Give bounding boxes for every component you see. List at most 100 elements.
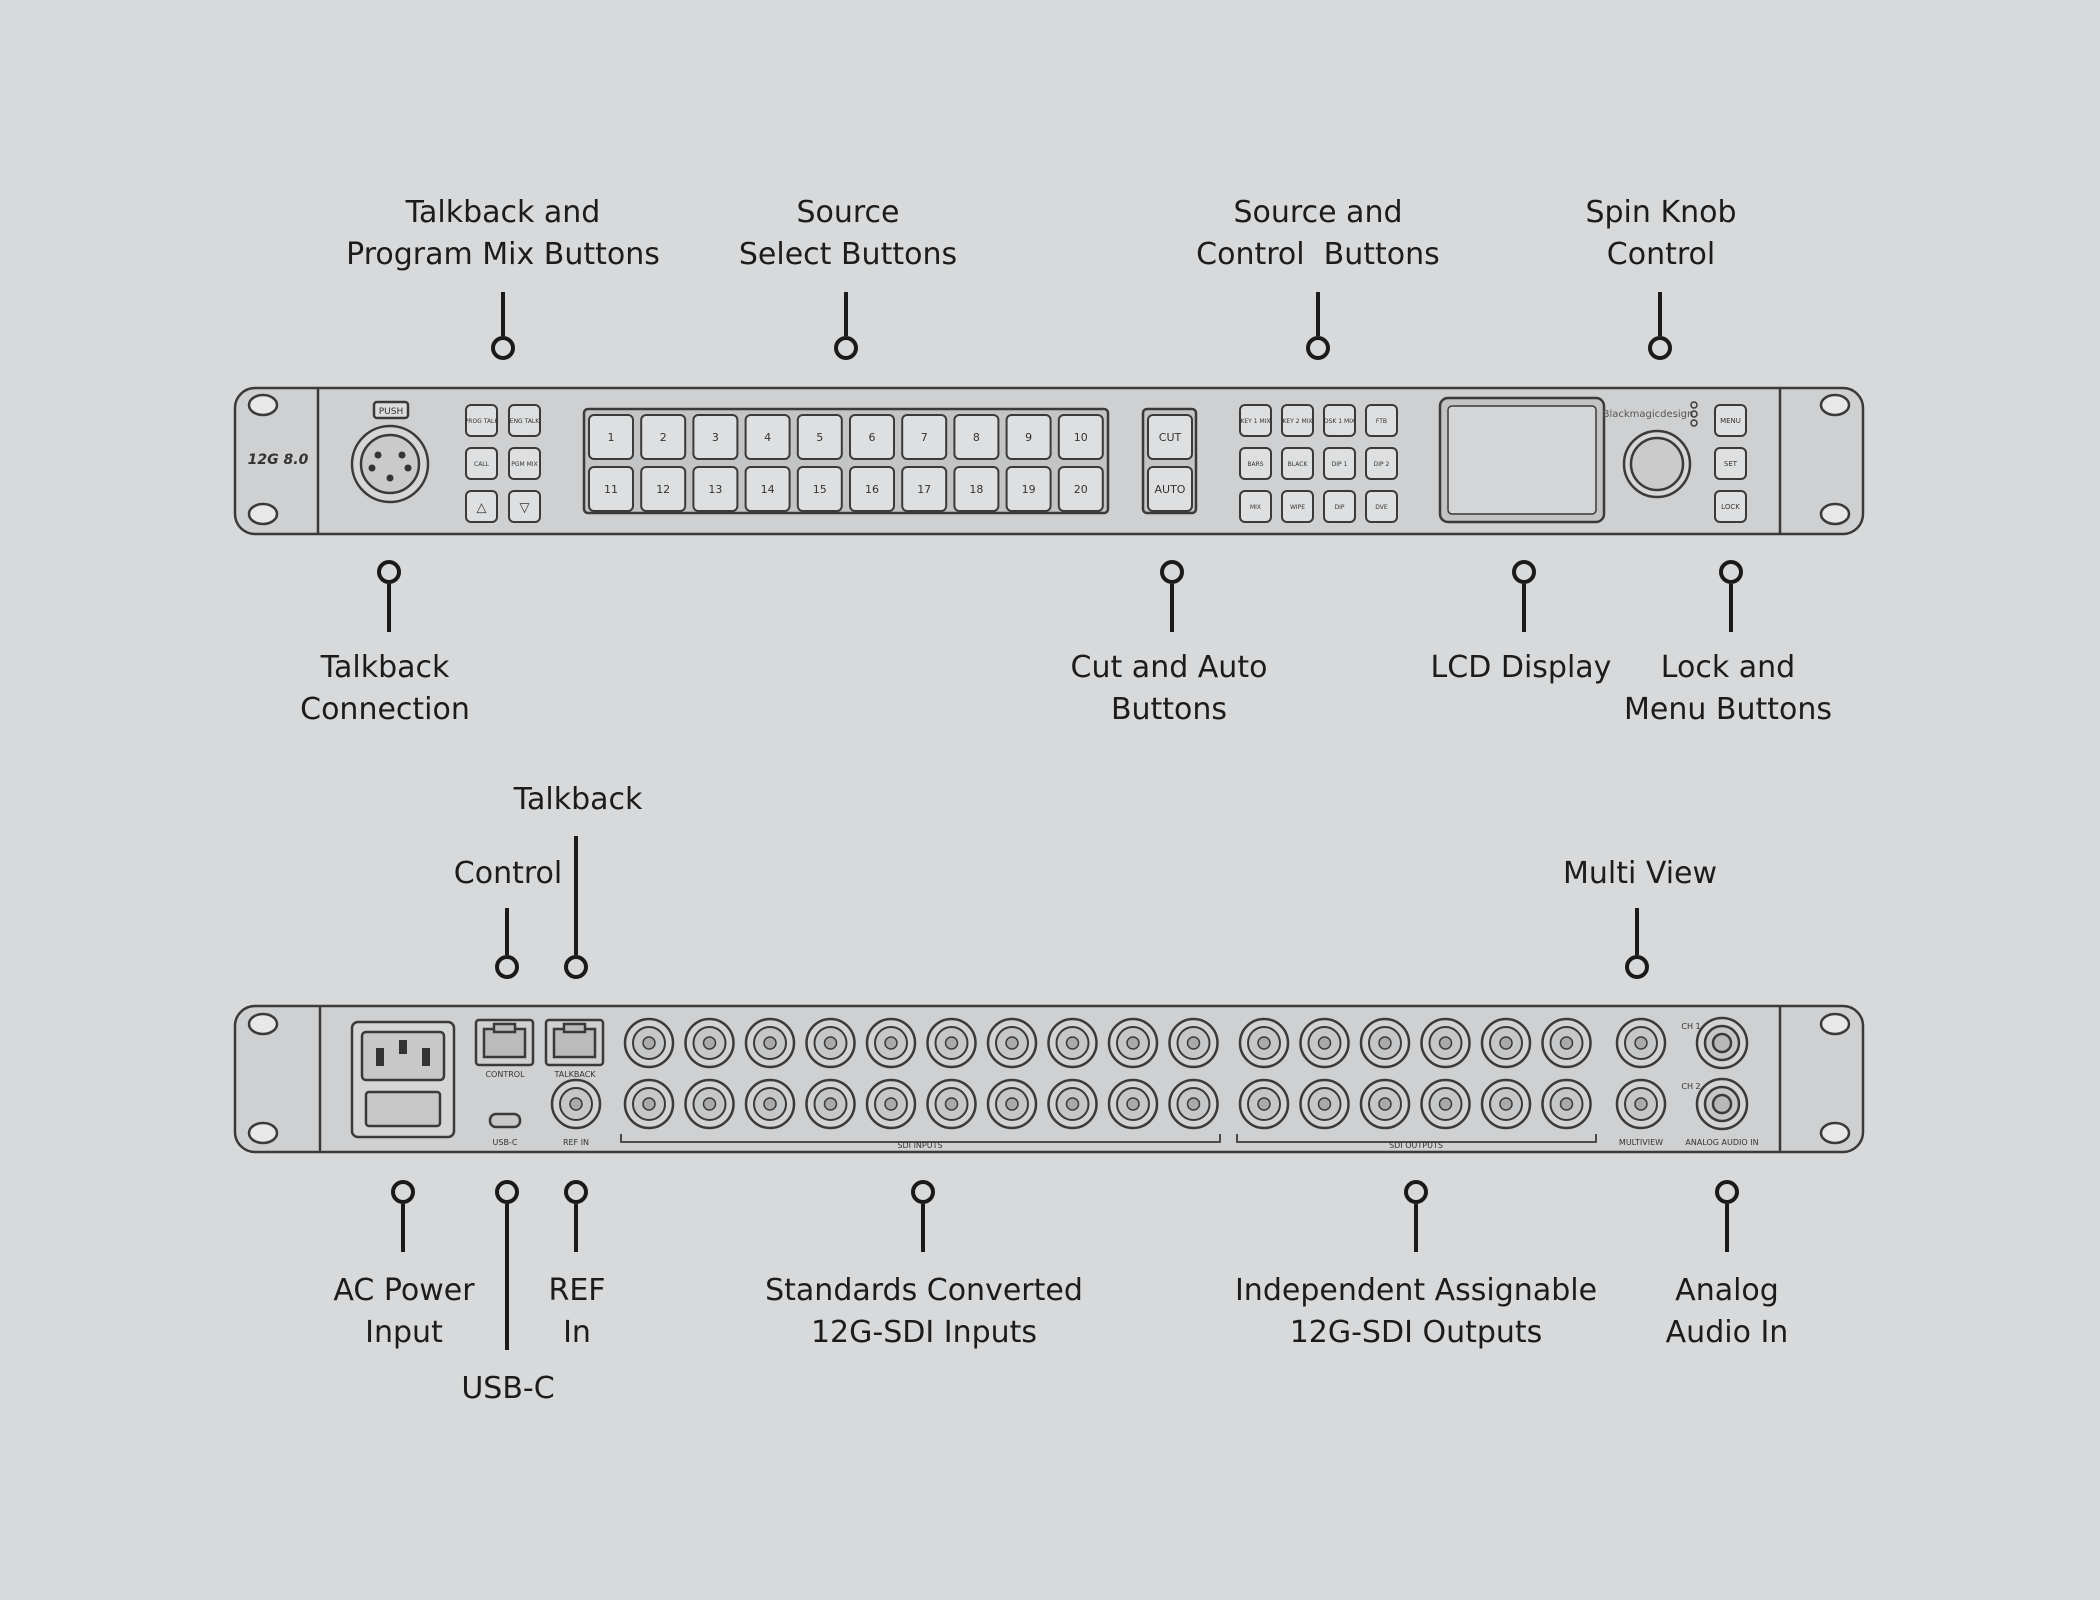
ac-power-inlet[interactable] (350, 1020, 456, 1139)
sdi-output-bnc-8[interactable] (1299, 1078, 1350, 1130)
source-button-11[interactable]: 11 (588, 466, 634, 512)
talkback-mix-button-4[interactable]: PGM MIX (508, 447, 541, 480)
menu-button-menu[interactable]: MENU (1714, 404, 1747, 437)
sdi-output-bnc-6[interactable] (1541, 1017, 1592, 1069)
control-ethernet-port[interactable] (474, 1018, 535, 1067)
talkback-mix-button-2[interactable]: ENG TALK (508, 404, 541, 437)
control-button-5[interactable]: BARS (1239, 447, 1272, 480)
talkback-mix-button-1[interactable]: PROG TALK (465, 404, 500, 437)
source-button-15[interactable]: 15 (796, 466, 843, 512)
sdi-inputs-bracket (620, 1134, 1221, 1143)
sdi-output-bnc-12[interactable] (1541, 1078, 1592, 1130)
control-button-1[interactable]: KEY 1 MIX (1239, 404, 1272, 437)
talkback-port-label: TALKBACK (553, 1070, 596, 1079)
source-button-10[interactable]: 10 (1057, 414, 1104, 460)
source-button-19[interactable]: 19 (1005, 466, 1052, 512)
control-button-9[interactable]: MIX (1239, 490, 1272, 523)
source-button-16[interactable]: 16 (849, 466, 895, 512)
control-button-11[interactable]: DIP (1323, 490, 1356, 523)
sdi-output-bnc-1[interactable] (1238, 1017, 1290, 1069)
source-button-18[interactable]: 18 (953, 466, 1000, 512)
sdi-output-bnc-3[interactable] (1359, 1017, 1411, 1069)
multiview-bnc-1[interactable] (1615, 1017, 1667, 1069)
sdi-input-bnc-12[interactable] (684, 1078, 735, 1130)
sdi-input-bnc-5[interactable] (865, 1017, 917, 1069)
analog-audio-jack-ch1[interactable] (1695, 1016, 1749, 1070)
control-button-6[interactable]: BLACK (1281, 447, 1314, 480)
sdi-output-bnc-2[interactable] (1299, 1017, 1350, 1069)
sdi-output-bnc-4[interactable] (1420, 1017, 1471, 1069)
control-button-2[interactable]: KEY 2 MIX (1281, 404, 1314, 437)
ref-in-bnc[interactable] (550, 1078, 602, 1130)
sdi-input-bnc-19[interactable] (1107, 1078, 1159, 1130)
sdi-input-bnc-10[interactable] (1168, 1017, 1219, 1069)
menu-button-set[interactable]: SET (1714, 447, 1747, 480)
sdi-input-bnc-13[interactable] (744, 1078, 796, 1130)
source-button-17[interactable]: 17 (901, 466, 948, 512)
sdi-input-bnc-14[interactable] (805, 1078, 856, 1130)
cut-button[interactable]: CUT (1147, 414, 1193, 460)
sdi-input-bnc-6[interactable] (926, 1017, 977, 1069)
talkback-mix-button-6[interactable]: ▽ (508, 490, 541, 523)
source-button-5[interactable]: 5 (796, 414, 843, 460)
sdi-input-bnc-9[interactable] (1107, 1017, 1159, 1069)
source-button-12[interactable]: 12 (640, 466, 687, 512)
source-button-13[interactable]: 13 (692, 466, 739, 512)
sdi-output-bnc-5[interactable] (1480, 1017, 1532, 1069)
sdi-input-bnc-4[interactable] (805, 1017, 856, 1069)
source-button-6[interactable]: 6 (849, 414, 895, 460)
sdi-input-bnc-20[interactable] (1168, 1078, 1219, 1130)
control-button-1-label: KEY 1 MIX (1240, 418, 1270, 425)
source-button-9[interactable]: 9 (1005, 414, 1052, 460)
auto-button[interactable]: AUTO (1147, 466, 1193, 512)
source-button-7[interactable]: 7 (901, 414, 948, 460)
callout-pointer-cut-auto (1160, 560, 1184, 632)
control-button-4[interactable]: FTB (1365, 404, 1398, 437)
talkback-mix-button-3[interactable]: CALL (465, 447, 498, 480)
sdi-output-bnc-7[interactable] (1238, 1078, 1290, 1130)
source-button-2[interactable]: 2 (640, 414, 687, 460)
callout-pointer-sdi-outputs (1404, 1180, 1428, 1252)
sdi-input-bnc-7[interactable] (986, 1017, 1038, 1069)
sdi-input-bnc-16[interactable] (926, 1078, 977, 1130)
control-button-10[interactable]: WIPE (1281, 490, 1314, 523)
source-button-4[interactable]: 4 (744, 414, 791, 460)
control-button-3[interactable]: DSK 1 MIX (1323, 404, 1356, 437)
source-button-1[interactable]: 1 (588, 414, 634, 460)
sdi-output-bnc-9[interactable] (1359, 1078, 1411, 1130)
talkback-ethernet-port[interactable] (544, 1018, 605, 1067)
source-button-8[interactable]: 8 (953, 414, 1000, 460)
talkback-mix-button-5-label: △ (477, 500, 487, 515)
sdi-inputs-group-label: SDI INPUTS (897, 1141, 942, 1150)
sdi-input-bnc-2[interactable] (684, 1017, 735, 1069)
control-button-8[interactable]: DIP 2 (1365, 447, 1398, 480)
sdi-input-bnc-3[interactable] (744, 1017, 796, 1069)
sdi-input-bnc-8[interactable] (1047, 1017, 1098, 1069)
sdi-output-bnc-10[interactable] (1420, 1078, 1471, 1130)
sdi-output-bnc-11[interactable] (1480, 1078, 1532, 1130)
usb-c-port[interactable] (488, 1112, 522, 1129)
callout-pointer-talkback-connection (377, 560, 401, 632)
source-button-14[interactable]: 14 (744, 466, 791, 512)
callout-pointer-spin-knob (1648, 292, 1672, 360)
multiview-bnc-2[interactable] (1615, 1078, 1667, 1130)
source-button-3[interactable]: 3 (692, 414, 739, 460)
analog-audio-jack-ch2[interactable] (1695, 1077, 1749, 1131)
sdi-input-bnc-18[interactable] (1047, 1078, 1098, 1130)
talkback-mix-button-5[interactable]: △ (465, 490, 498, 523)
control-port-label: CONTROL (485, 1070, 525, 1079)
sdi-input-bnc-17[interactable] (986, 1078, 1038, 1130)
spin-knob[interactable] (1622, 429, 1692, 499)
sdi-input-bnc-15[interactable] (865, 1078, 917, 1130)
sdi-input-bnc-1[interactable] (623, 1017, 675, 1069)
callout-pointer-rear-talkback (564, 836, 588, 979)
xlr-talkback-connector[interactable]: PUSH (350, 400, 430, 504)
menu-button-lock[interactable]: LOCK (1714, 490, 1747, 523)
sdi-input-bnc-11[interactable] (623, 1078, 675, 1130)
control-button-12[interactable]: DVE (1365, 490, 1398, 523)
source-button-20[interactable]: 20 (1057, 466, 1104, 512)
control-button-7[interactable]: DIP 1 (1323, 447, 1356, 480)
